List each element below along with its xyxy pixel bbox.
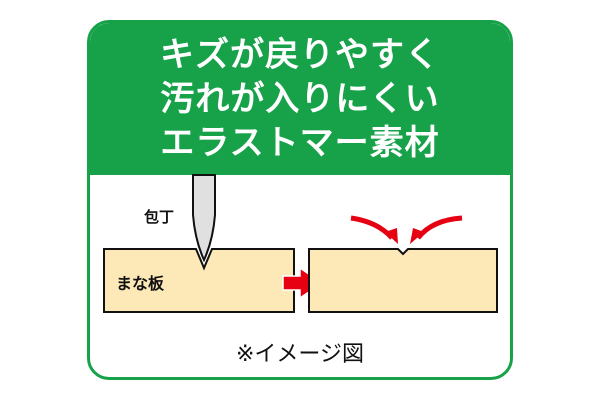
headline-line-2: 汚れが入りにくい (160, 79, 440, 119)
feature-card: キズが戻りやすく 汚れが入りにくい エラストマー素材 (87, 20, 513, 380)
headline-line-1: キズが戻りやすく (160, 35, 440, 75)
image-note-caption: ※イメージ図 (236, 342, 364, 367)
headline-banner: キズが戻りやすく 汚れが入りにくい エラストマー素材 (90, 23, 510, 175)
headline-line-3: エラストマー素材 (160, 123, 440, 163)
cutting-board-label: まな板 (116, 274, 165, 293)
knife-label: 包丁 (144, 208, 175, 226)
